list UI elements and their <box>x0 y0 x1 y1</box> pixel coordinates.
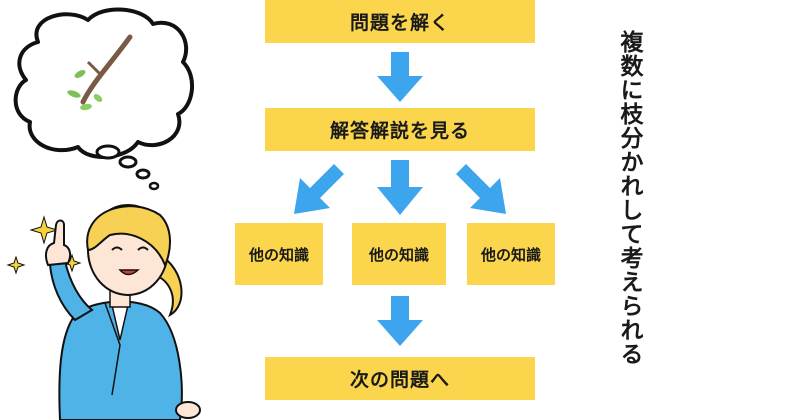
branch-knowledge-3: 他の知識 <box>467 223 555 285</box>
branch-knowledge-1: 他の知識 <box>235 223 323 285</box>
branch-knowledge-label: 他の知識 <box>480 245 541 264</box>
arrow-down-icon <box>377 160 423 215</box>
branch-knowledge-2: 他の知識 <box>352 223 446 285</box>
arrow-down-left-icon <box>294 164 344 214</box>
woman-icon <box>45 204 201 420</box>
branch-knowledge-label: 他の知識 <box>368 245 429 264</box>
caption-vertical: 複数に枝分かれして考えられる <box>616 30 642 366</box>
branch-knowledge-label: 他の知識 <box>248 245 309 264</box>
thought-bubble-icon <box>13 7 195 191</box>
arrow-down-right-icon <box>456 164 506 214</box>
step-next-problem: 次の問題へ <box>265 357 535 400</box>
step-solve-problem-label: 問題を解く <box>349 12 450 34</box>
step-view-explanation: 解答解説を見る <box>265 108 535 151</box>
step-view-explanation-label: 解答解説を見る <box>329 120 470 142</box>
step-next-problem-label: 次の問題へ <box>349 369 450 391</box>
step-solve-problem: 問題を解く <box>265 0 535 43</box>
branch-icon <box>67 34 133 111</box>
arrow-down-icon <box>377 296 423 346</box>
arrow-down-icon <box>377 52 423 102</box>
